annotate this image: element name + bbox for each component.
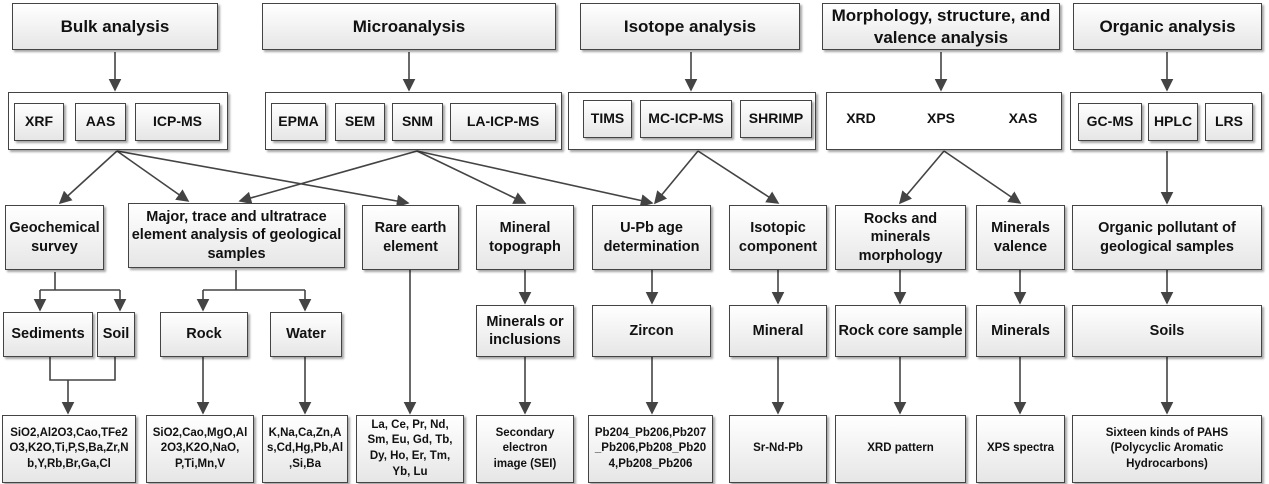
sample-soils: Soils (1072, 305, 1262, 357)
app-rare-earth-element: Rare earth element (362, 205, 459, 270)
result-sr-nd-pb: Sr-Nd-Pb (729, 415, 827, 483)
technique-xrd: XRD (846, 110, 876, 127)
technique-epma: EPMA (271, 103, 326, 141)
technique-xas: XAS (1008, 110, 1038, 127)
result-sei: Secondary electron image (SEI) (476, 415, 574, 483)
result-pahs: Sixteen kinds of PAHS (Polycyclic Aromat… (1072, 415, 1262, 483)
technique-icp-ms: ICP-MS (135, 103, 220, 141)
technique-tims: TIMS (583, 100, 632, 138)
technique-aas: AAS (75, 103, 126, 141)
technique-gc-ms: GC-MS (1078, 103, 1142, 141)
result-water-elements: K,Na,Ca,Zn,As,Cd,Hg,Pb,Al,Si,Ba (262, 415, 348, 483)
app-minerals-valence: Minerals valence (976, 205, 1065, 270)
result-xrd-pattern: XRD pattern (835, 415, 966, 483)
app-rocks-minerals-morphology: Rocks and minerals morphology (835, 205, 966, 270)
category-microanalysis: Microanalysis (262, 3, 556, 50)
sample-minerals: Minerals (976, 305, 1065, 357)
technique-hplc: HPLC (1148, 103, 1198, 141)
sample-rock-core: Rock core sample (835, 305, 966, 357)
technique-lrs: LRS (1205, 103, 1253, 141)
app-mineral-topograph: Mineral topograph (476, 205, 574, 270)
technique-sem: SEM (335, 103, 385, 141)
morphology-techniques-group (826, 92, 1062, 150)
technique-mc-icp-ms: MC-ICP-MS (640, 100, 732, 138)
result-pb-ratios: Pb204_Pb206,Pb207_Pb206,Pb208_Pb204,Pb20… (588, 415, 713, 483)
sample-water: Water (270, 312, 342, 357)
app-element-analysis: Major, trace and ultratrace element anal… (128, 203, 345, 268)
app-u-pb-age: U-Pb age determination (592, 205, 711, 270)
result-geochemical-elements: SiO2,Al2O3,Cao,TFe2O3,K2O,Ti,P,S,Ba,Zr,N… (2, 415, 136, 483)
category-morphology-analysis: Morphology, structure, and valence analy… (822, 3, 1060, 50)
sample-soil: Soil (97, 312, 135, 357)
category-organic-analysis: Organic analysis (1073, 3, 1262, 50)
category-isotope-analysis: Isotope analysis (580, 3, 800, 50)
category-bulk-analysis: Bulk analysis (12, 3, 218, 50)
result-rare-earth-list: La, Ce, Pr, Nd, Sm, Eu, Gd, Tb, Dy, Ho, … (356, 415, 464, 483)
sample-zircon: Zircon (592, 305, 711, 357)
sample-sediments: Sediments (3, 312, 93, 357)
app-isotopic-component: Isotopic component (729, 205, 827, 270)
app-organic-pollutant: Organic pollutant of geological samples (1072, 205, 1262, 270)
technique-snm: SNM (392, 103, 443, 141)
technique-shrimp: SHRIMP (740, 100, 812, 138)
technique-xps: XPS (926, 110, 955, 127)
result-xps-spectra: XPS spectra (976, 415, 1065, 483)
sample-rock: Rock (160, 312, 248, 357)
technique-xrf: XRF (14, 103, 64, 141)
app-geochemical-survey: Geochemical survey (5, 205, 104, 270)
technique-la-icp-ms: LA-ICP-MS (450, 103, 556, 141)
sample-mineral: Mineral (729, 305, 827, 357)
result-rock-elements: SiO2,Cao,MgO,Al2O3,K2O,NaO, P,Ti,Mn,V (146, 415, 254, 483)
sample-minerals-inclusions: Minerals or inclusions (476, 305, 574, 357)
